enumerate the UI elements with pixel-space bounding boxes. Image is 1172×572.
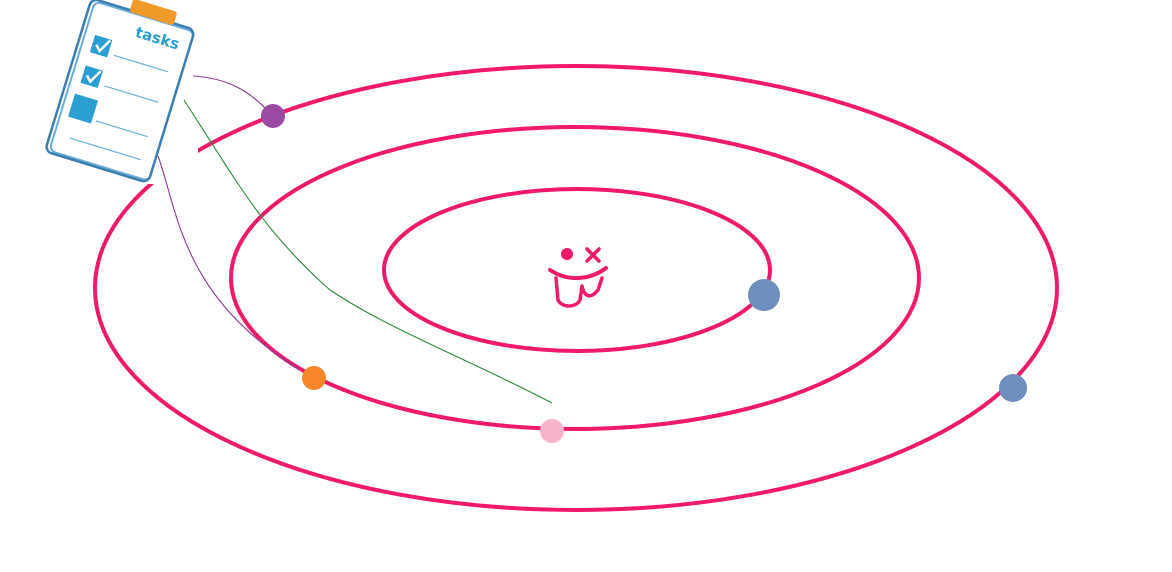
connector-purple [192, 75, 271, 115]
task-line [113, 54, 168, 73]
task-item-3 [68, 93, 148, 138]
check-icon [85, 70, 102, 84]
task-item-1 [89, 34, 168, 73]
orbit-middle [229, 125, 921, 431]
planet-blue-outer [999, 374, 1027, 402]
connectors [157, 75, 553, 404]
orbits [93, 64, 1059, 512]
task-line [104, 85, 159, 103]
clipboard-tasks-icon: tasks [45, 0, 195, 183]
connector-orange [157, 155, 301, 371]
tongue-out-face-icon [548, 247, 608, 308]
orbit-inner [382, 187, 772, 353]
connector-green [183, 99, 553, 404]
planet-orange [302, 366, 326, 390]
check-icon [95, 39, 111, 53]
planet-pink [540, 419, 564, 443]
planet-blue-inner [748, 279, 780, 311]
checkbox-checked [80, 65, 103, 88]
planets [261, 104, 1027, 443]
task-line [69, 137, 141, 161]
checkbox-unchecked [68, 93, 99, 124]
planet-purple [261, 104, 285, 128]
checkbox-checked [89, 34, 113, 58]
orbit-outer [93, 64, 1059, 512]
task-item-2 [80, 65, 159, 103]
clipboard-clip [130, 0, 177, 25]
task-line [95, 120, 148, 138]
